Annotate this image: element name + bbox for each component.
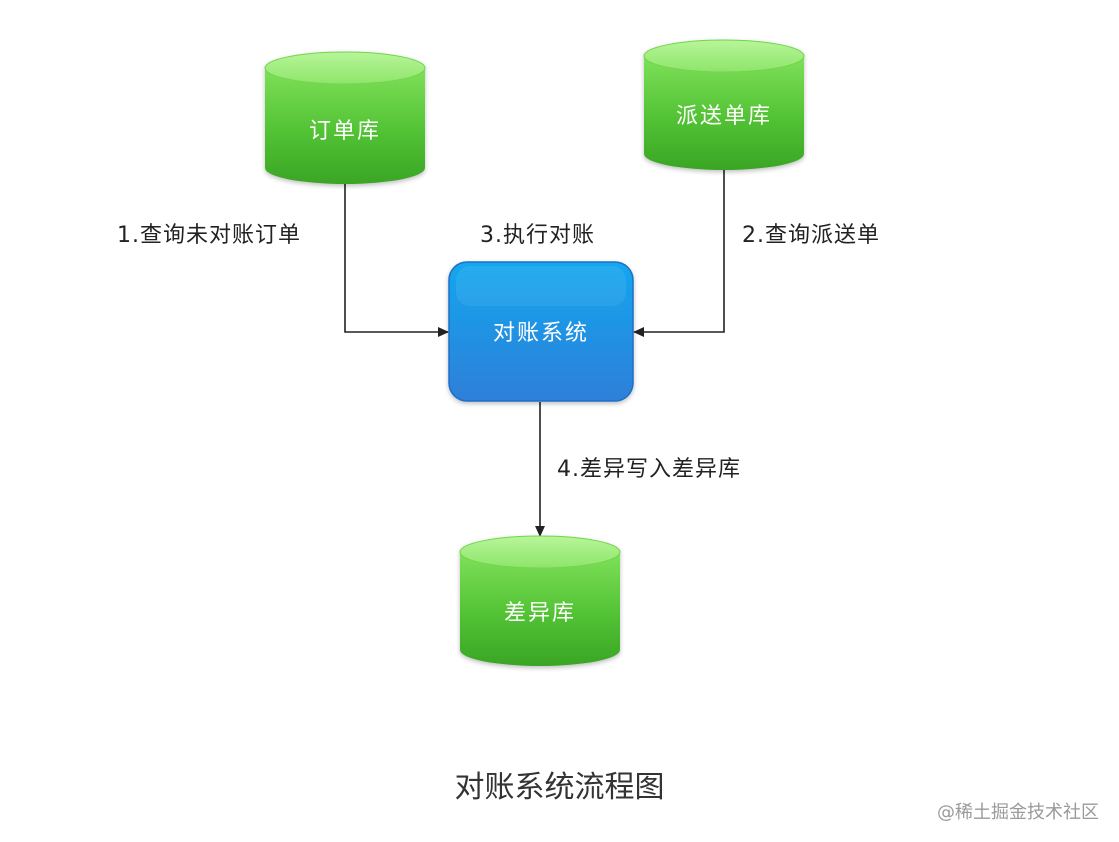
diff-db-label: 差异库	[504, 601, 576, 626]
order-db-cylinder	[264, 51, 426, 184]
figure-caption: 对账系统流程图	[454, 770, 665, 805]
edge-order-to-system	[344, 183, 449, 337]
dispatch-db-label: 派送单库	[676, 104, 772, 129]
dispatch-db-cylinder	[643, 39, 805, 170]
edge-dispatch-to-system	[633, 168, 725, 337]
diff-db-cylinder	[459, 535, 621, 666]
edge-label-query-dispatch: 2.查询派送单	[742, 223, 880, 248]
reconciliation-system-box	[448, 261, 634, 402]
edge-label-execute: 3.执行对账	[480, 223, 595, 248]
edge-label-query-orders: 1.查询未对账订单	[117, 223, 301, 248]
edge-label-write-diff: 4.差异写入差异库	[557, 457, 741, 482]
reconciliation-system-label: 对账系统	[493, 321, 589, 346]
order-db-label: 订单库	[309, 119, 381, 144]
source-watermark: @稀土掘金技术社区	[937, 802, 1099, 823]
